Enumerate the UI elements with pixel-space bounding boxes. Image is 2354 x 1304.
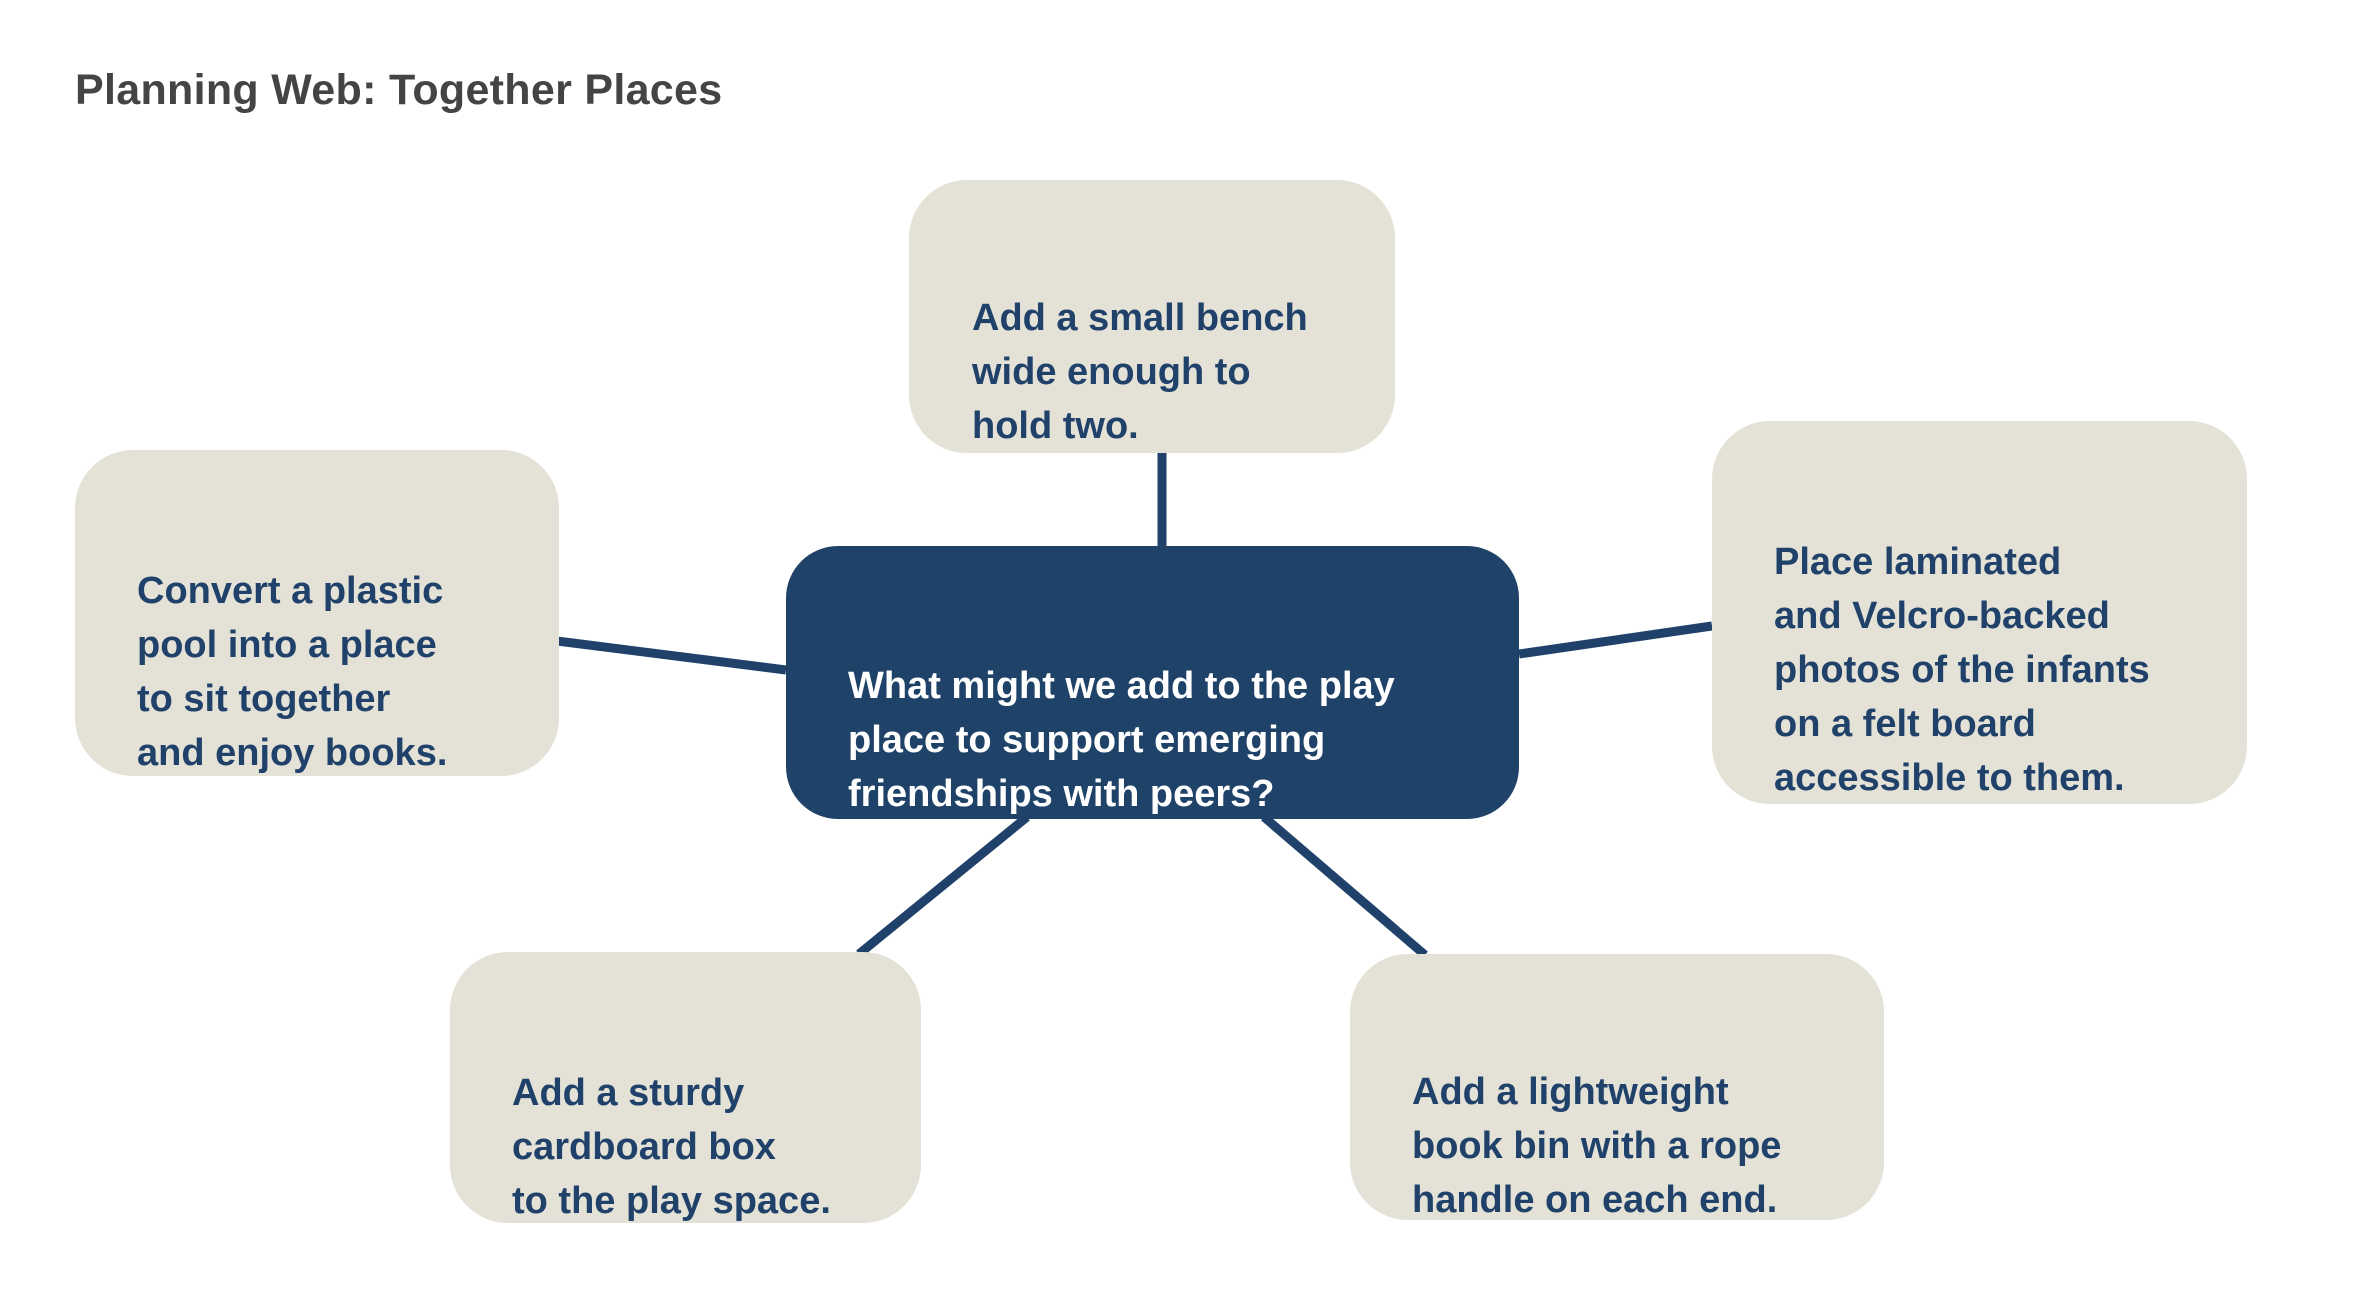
idea-text-top: Add a small bench wide enough to hold tw… (972, 297, 1308, 447)
idea-node-left: Convert a plastic pool into a place to s… (75, 450, 559, 776)
idea-text-bottom-left: Add a sturdy cardboard box to the play s… (512, 1072, 831, 1222)
central-question-node: What might we add to the play place to s… (786, 546, 1519, 819)
idea-text-right: Place laminated and Velcro-backed photos… (1774, 541, 2150, 799)
idea-node-right: Place laminated and Velcro-backed photos… (1712, 421, 2247, 804)
idea-text-left: Convert a plastic pool into a place to s… (137, 570, 448, 774)
connector-left (556, 636, 787, 675)
idea-text-bottom-right: Add a lightweight book bin with a rope h… (1412, 1071, 1782, 1221)
connector-right (1518, 621, 1713, 659)
idea-node-bottom-right: Add a lightweight book bin with a rope h… (1350, 954, 1884, 1221)
connector-bottom-right (1261, 813, 1428, 959)
idea-node-bottom-left: Add a sturdy cardboard box to the play s… (450, 952, 921, 1223)
idea-node-top: Add a small bench wide enough to hold tw… (909, 180, 1395, 453)
connector-bottom-left (856, 813, 1030, 958)
page-title: Planning Web: Together Places (75, 66, 723, 114)
central-question-text: What might we add to the play place to s… (848, 665, 1395, 815)
